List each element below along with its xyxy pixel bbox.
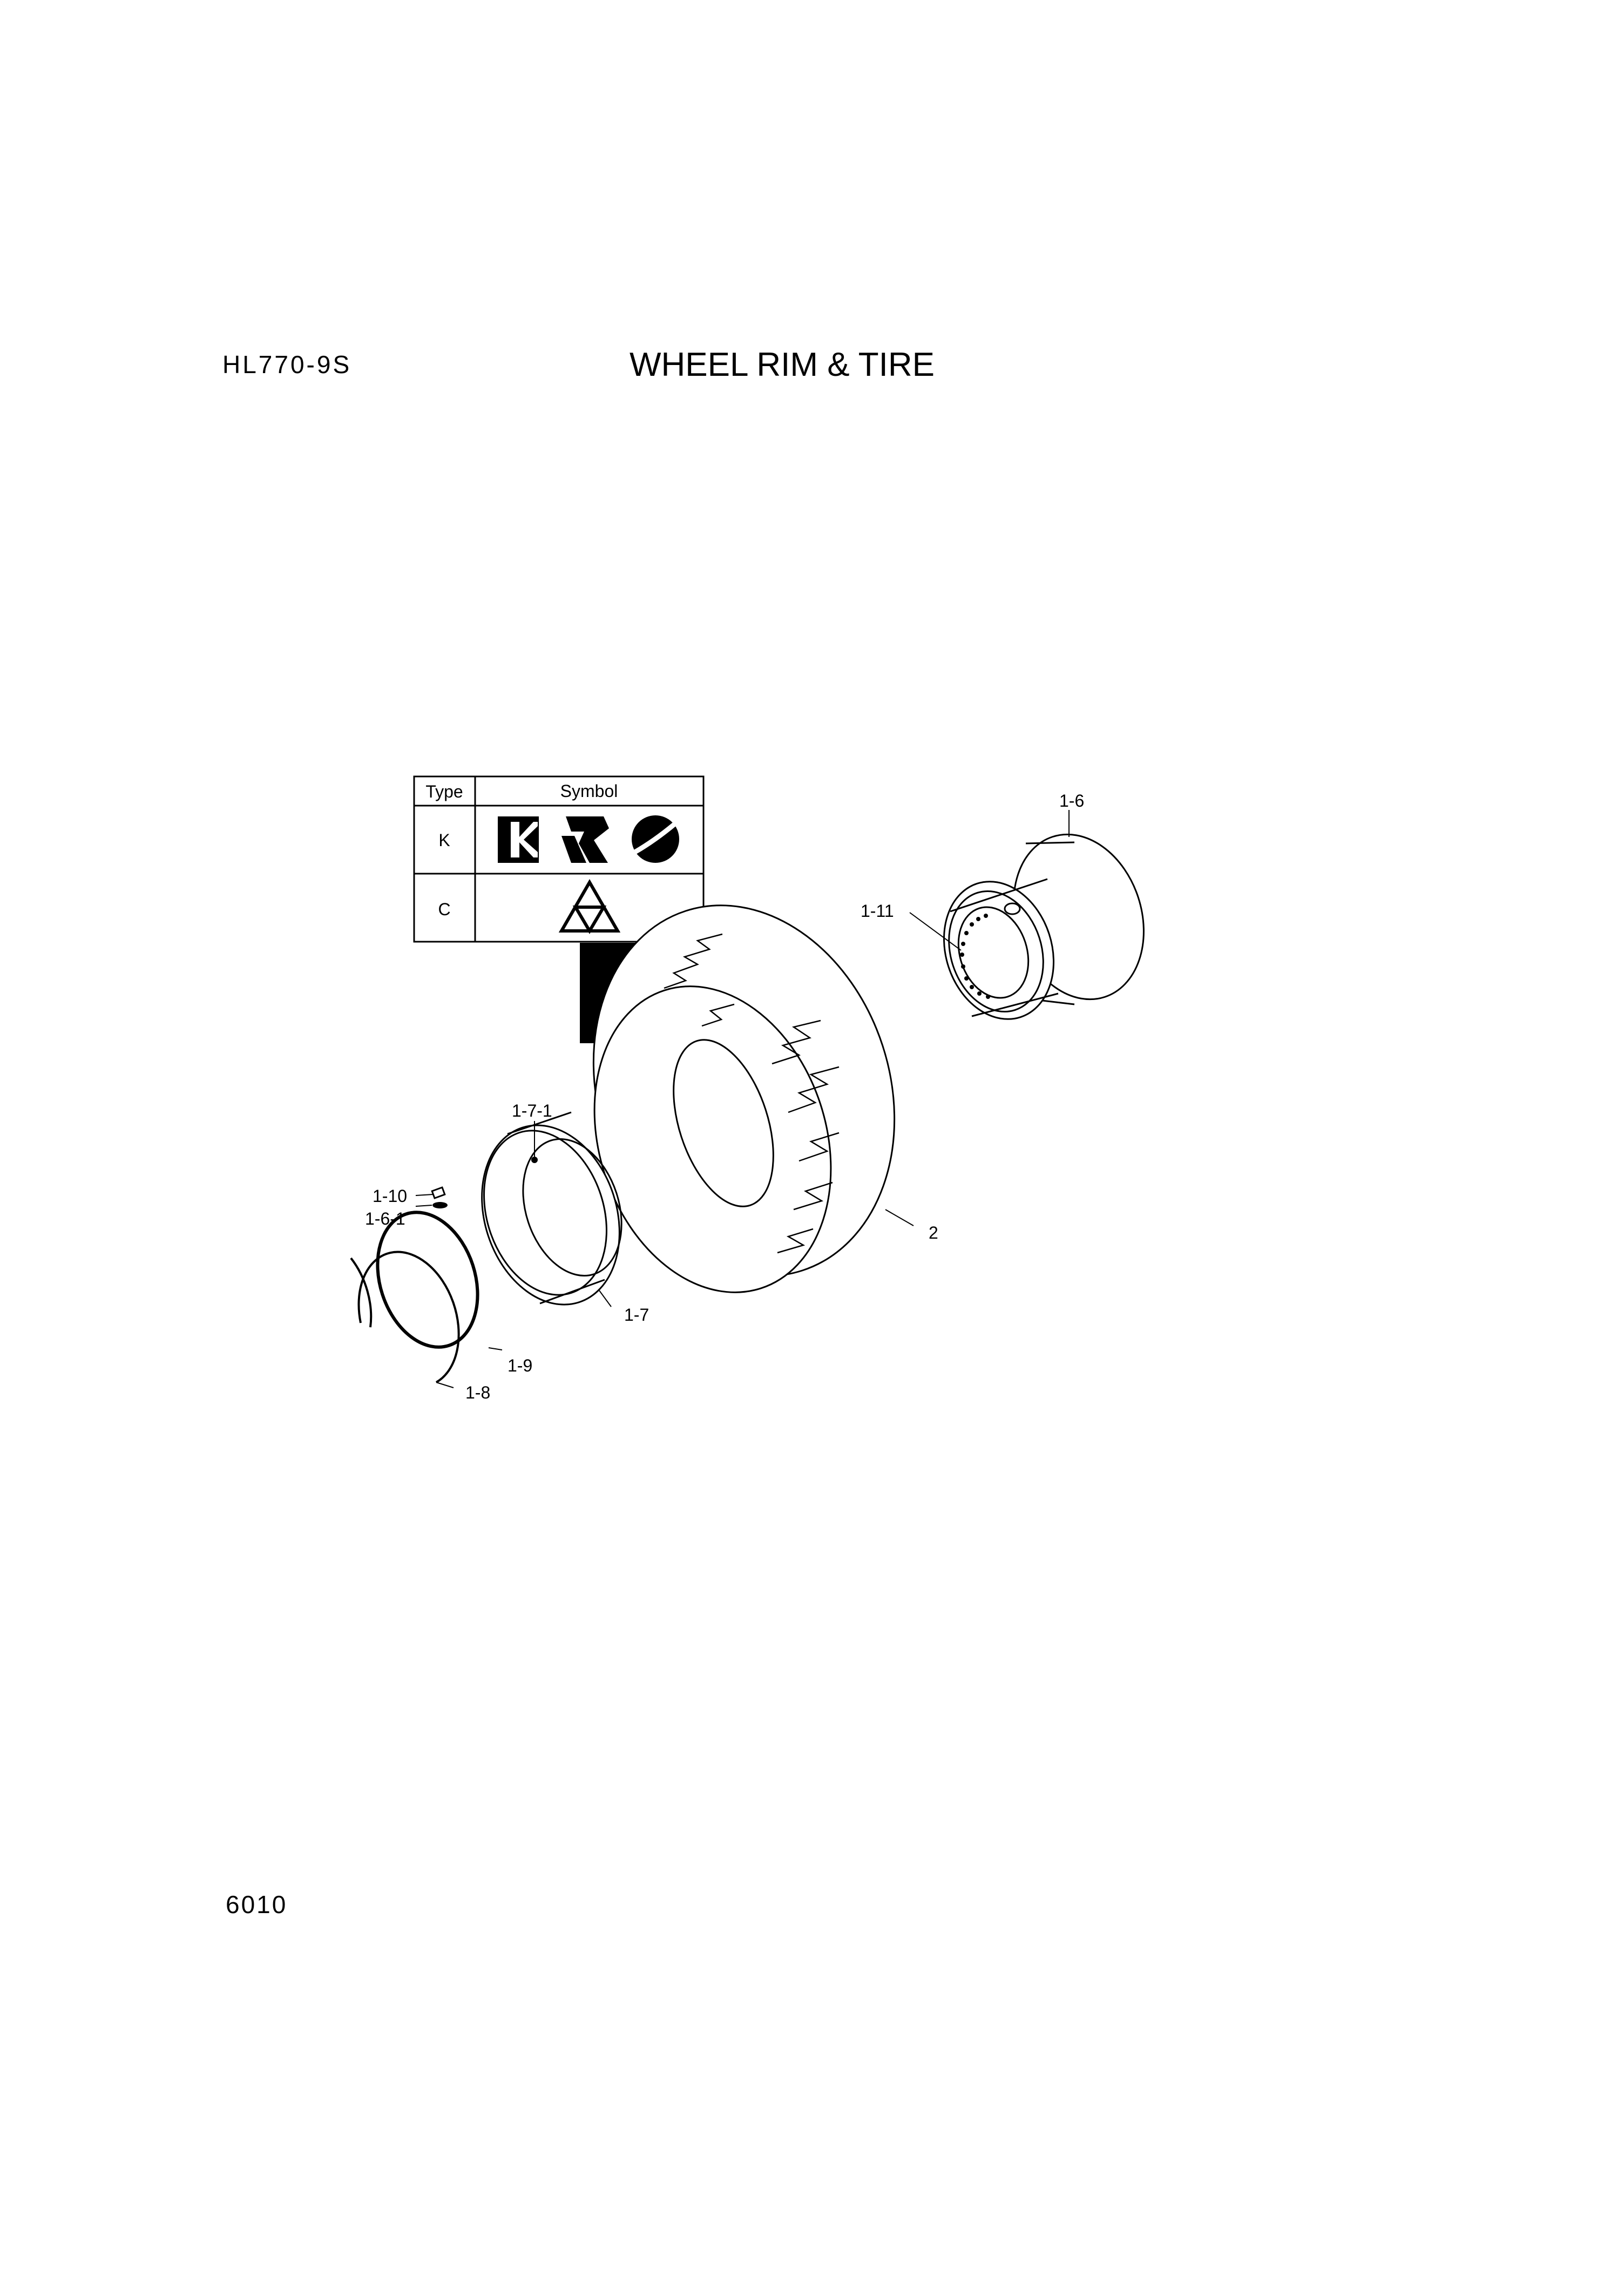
symbol-table: [413, 775, 705, 943]
callout-1-6-1: 1-6-1: [365, 1209, 405, 1228]
rim-body-1-6: [943, 833, 1145, 1020]
callout-1-9: 1-9: [508, 1356, 532, 1375]
bolt-holes: [960, 914, 990, 999]
table-type-c: C: [438, 900, 450, 919]
callout-1-7-1: 1-7-1: [512, 1101, 552, 1120]
callout-1-11: 1-11: [861, 901, 894, 921]
part-1-6-1: [432, 1202, 448, 1208]
callout-1-8: 1-8: [465, 1383, 490, 1402]
rim-flange-1-7: [481, 1111, 622, 1306]
table-header-symbol: Symbol: [560, 781, 618, 801]
o-ring-1-9: [376, 1211, 479, 1349]
callout-2: 2: [929, 1223, 938, 1242]
k-mark-logo: [498, 816, 539, 863]
table-header-type: Type: [425, 782, 463, 801]
leader-lines: [415, 810, 1070, 1388]
callout-1-10: 1-10: [373, 1186, 407, 1206]
part-1-7-1: [531, 1157, 538, 1163]
part-1-10: [431, 1186, 446, 1199]
callout-1-6: 1-6: [1059, 791, 1084, 810]
r-mark-logo: [561, 816, 609, 863]
lock-ring-1-8: [350, 1251, 460, 1383]
page-number: 6010: [226, 1890, 288, 1919]
model-number: HL770-9S: [222, 350, 352, 379]
triangle-mark-logo: [558, 879, 621, 934]
round-mark-logo: [632, 815, 679, 863]
table-type-k: K: [438, 830, 450, 850]
callout-1-7: 1-7: [624, 1305, 649, 1325]
page-title: WHEEL RIM & TIRE: [630, 346, 935, 383]
tire-2: [592, 904, 896, 1293]
